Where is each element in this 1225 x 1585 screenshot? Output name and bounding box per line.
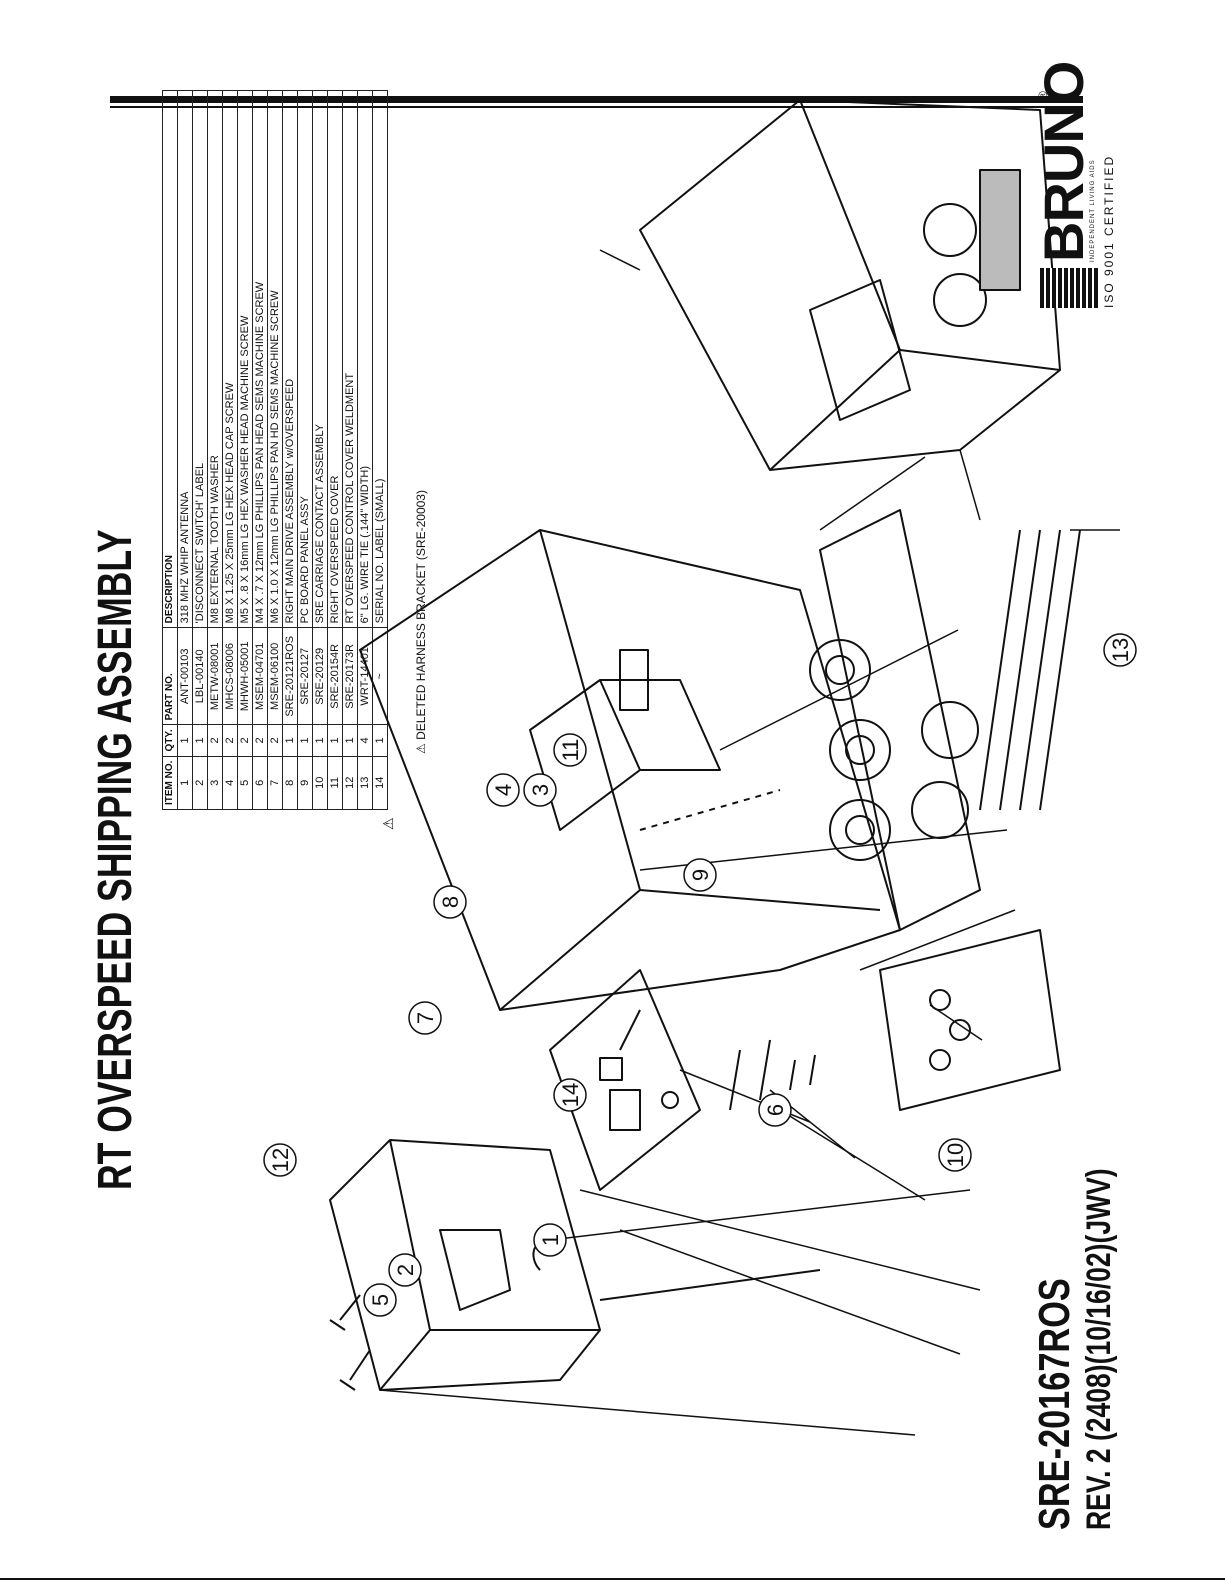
callout-label-1: 1 — [538, 1234, 563, 1246]
callout-label-13: 13 — [1108, 638, 1133, 662]
callout-label-5: 5 — [368, 1294, 393, 1306]
callout-label-10: 10 — [943, 1143, 968, 1167]
cap-screws-4 — [729, 1039, 816, 1111]
assembled-view — [639, 99, 1061, 521]
callout-5: 5 — [363, 1283, 397, 1317]
control-cover-weldment — [329, 1139, 601, 1391]
callout-12: 12 — [263, 1143, 297, 1177]
logo-tagline: INDEPENDENT LIVING AIDS — [1090, 159, 1096, 262]
carriage-contact-assembly — [879, 929, 1061, 1111]
screw-set-5 — [329, 1294, 371, 1391]
revision-line: REV. 2 (2408)(10/16/02)(JWV) — [1080, 1168, 1118, 1530]
callout-label-8: 8 — [438, 896, 463, 908]
landscape-sheet: RT OVERSPEED SHIPPING ASSEMBLY ITEM NO. … — [80, 60, 1140, 1530]
logo-mark-icon — [1040, 268, 1098, 308]
wire-ties-13 — [979, 529, 1081, 811]
exploded-assembly-diagram: 1 2 3 4 5 6 7 8 9 10 11 12 13 14 — [263, 99, 1137, 1436]
callout-label-7: 7 — [413, 1012, 438, 1024]
iso-certification: ISO 9001 CERTIFIED — [1102, 154, 1116, 308]
callout-4: 4 — [486, 773, 520, 807]
bruno-logo: BRUNO ® INDEPENDENT LIVING AIDS ISO 9001… — [1032, 62, 1120, 308]
callout-6: 6 — [758, 1093, 792, 1127]
overspeed-cover — [529, 679, 721, 831]
callout-8: 8 — [433, 885, 467, 919]
callout-label-2: 2 — [393, 1264, 418, 1276]
callout-1: 1 — [533, 1223, 567, 1257]
callout-3: 3 — [523, 773, 557, 807]
callout-14: 14 — [553, 1078, 587, 1112]
main-drive-housing — [359, 529, 901, 1011]
callout-11: 11 — [553, 733, 587, 767]
callout-label-6: 6 — [763, 1104, 788, 1116]
callout-label-14: 14 — [558, 1083, 583, 1107]
leader-lines — [379, 249, 1120, 1436]
callout-10: 10 — [938, 1138, 972, 1172]
document-id: SRE-20167ROS — [1030, 1278, 1079, 1530]
antenna-line — [599, 1269, 821, 1301]
callout-label-4: 4 — [491, 784, 516, 796]
callout-2: 2 — [388, 1253, 422, 1287]
callout-13: 13 — [1103, 633, 1137, 667]
callout-9: 9 — [683, 858, 717, 892]
callout-label-12: 12 — [268, 1148, 293, 1172]
callout-label-11: 11 — [558, 739, 583, 762]
registered-mark: ® — [1036, 91, 1050, 100]
callout-label-3: 3 — [528, 784, 553, 796]
header-rule-thick — [110, 96, 1083, 103]
callout-7: 7 — [408, 1001, 442, 1035]
footer-rule — [0, 1578, 1225, 1580]
callout-label-9: 9 — [688, 869, 713, 881]
header-rule-thin — [110, 106, 1083, 108]
drive-wheels — [809, 509, 981, 931]
